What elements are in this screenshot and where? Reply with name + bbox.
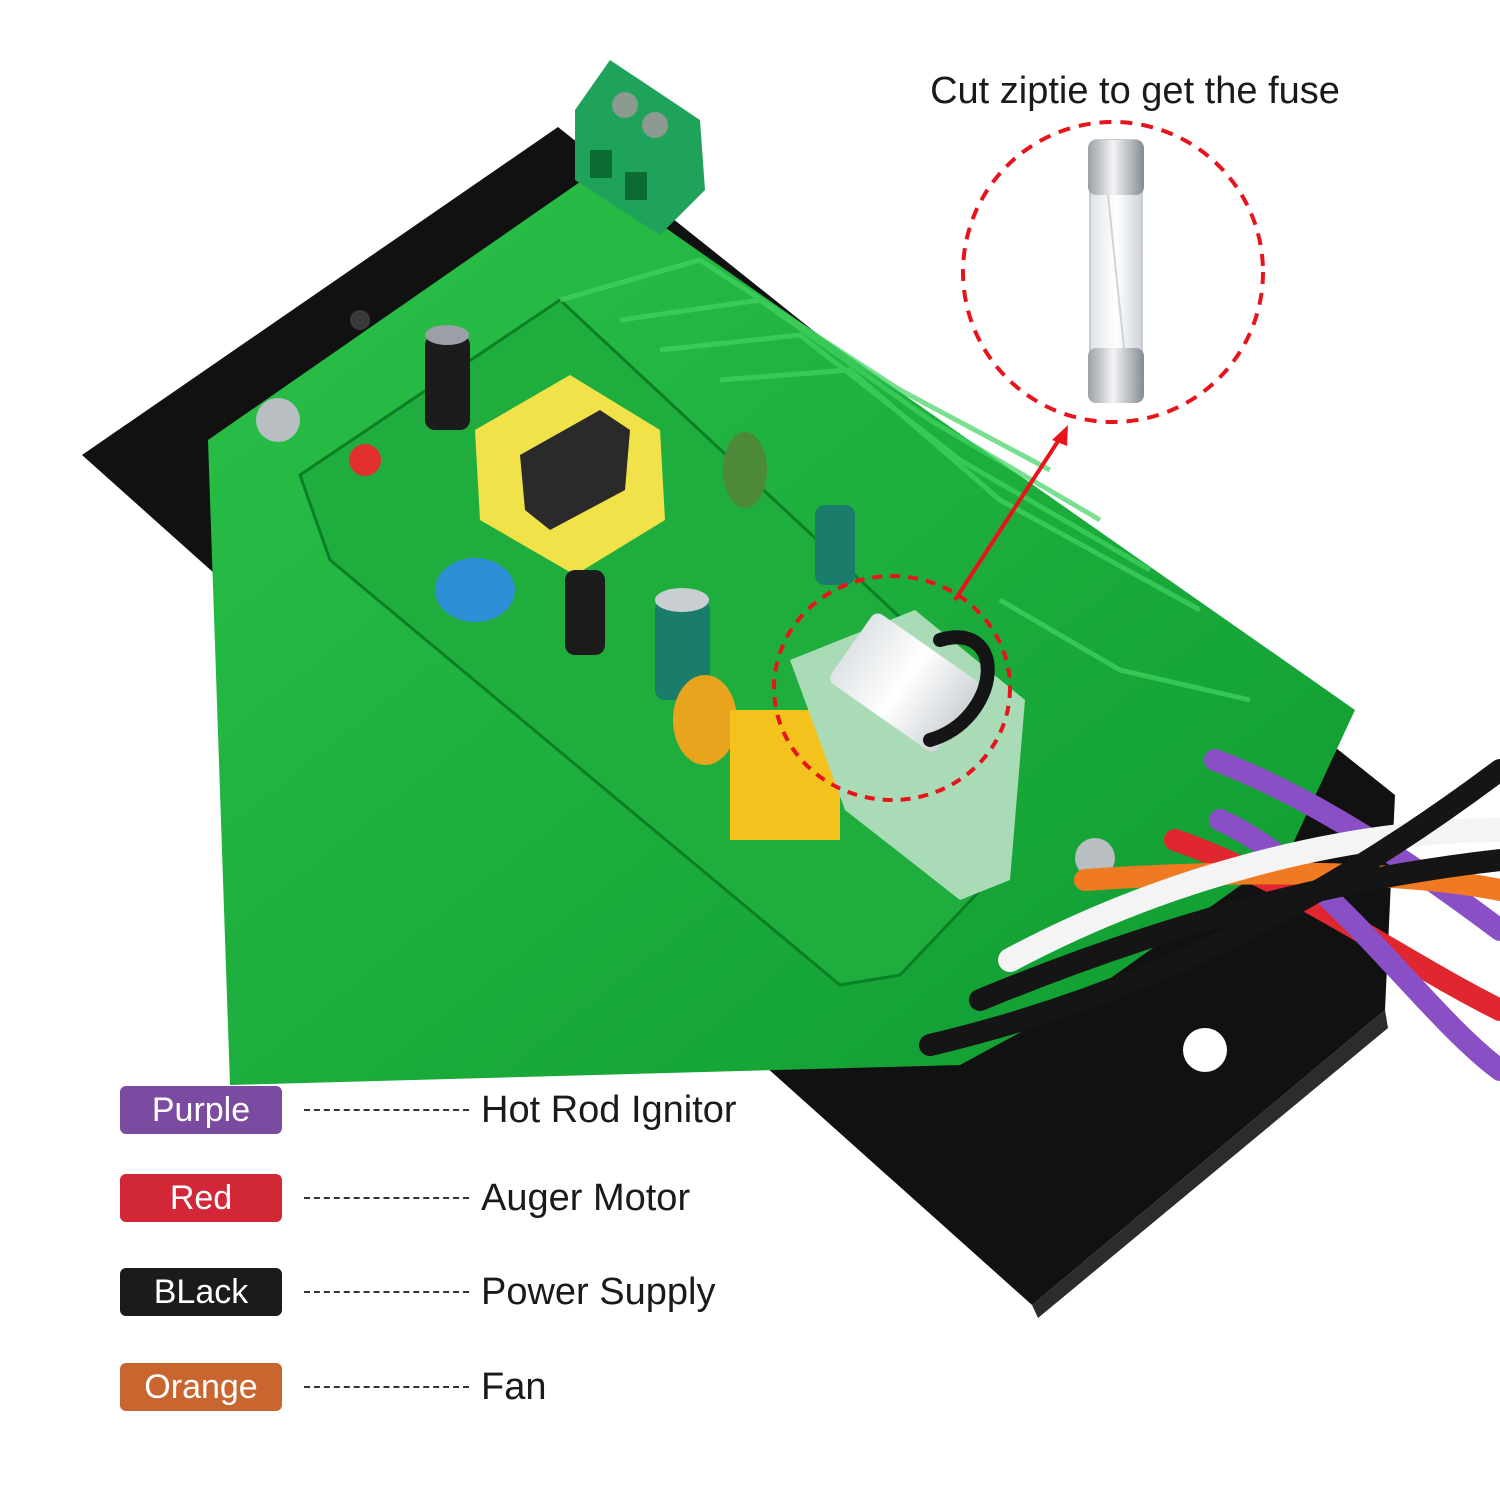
legend-description-black: Power Supply bbox=[481, 1270, 716, 1313]
legend-dash bbox=[304, 1291, 469, 1293]
legend-badge-purple: Purple bbox=[120, 1086, 282, 1134]
legend-dash bbox=[304, 1197, 469, 1199]
legend-row-purple: Purple Hot Rod Ignitor bbox=[120, 1085, 737, 1135]
transformer bbox=[475, 375, 665, 575]
legend-row-red: Red Auger Motor bbox=[120, 1173, 690, 1223]
plate-mount-hole bbox=[1183, 1028, 1227, 1072]
fuse-callout-title: Cut ziptie to get the fuse bbox=[930, 70, 1340, 112]
pcb-traces bbox=[559, 257, 1251, 703]
legend-description-orange: Fan bbox=[481, 1365, 547, 1408]
legend-row-orange: Orange Fan bbox=[120, 1362, 546, 1412]
wire-bundle bbox=[919, 630, 1500, 1081]
ceramic-capacitor-orange bbox=[673, 675, 737, 765]
ceramic-capacitor-blue bbox=[435, 558, 515, 622]
legend-dash bbox=[304, 1386, 469, 1388]
legend-description-purple: Hot Rod Ignitor bbox=[481, 1088, 737, 1131]
mounting-screw bbox=[256, 398, 300, 442]
film-capacitor-green bbox=[723, 432, 767, 508]
mounting-plate-edge bbox=[1032, 1010, 1388, 1318]
terminal-block bbox=[575, 60, 705, 235]
electrolytic-capacitors bbox=[425, 325, 855, 700]
callout-arrow bbox=[953, 425, 1068, 602]
fuse-holder bbox=[790, 610, 1025, 900]
plate-mount-hole bbox=[350, 310, 370, 330]
red-led bbox=[349, 444, 381, 476]
legend-dash bbox=[304, 1109, 469, 1111]
legend-description-red: Auger Motor bbox=[481, 1176, 691, 1219]
legend-row-black: BLack Power Supply bbox=[120, 1267, 715, 1317]
legend-badge-red: Red bbox=[120, 1174, 282, 1222]
legend-badge-black: BLack bbox=[120, 1268, 282, 1316]
fuse-highlight-circle bbox=[772, 574, 1012, 802]
enlarged-fuse bbox=[1088, 139, 1144, 403]
legend-badge-orange: Orange bbox=[120, 1363, 282, 1411]
